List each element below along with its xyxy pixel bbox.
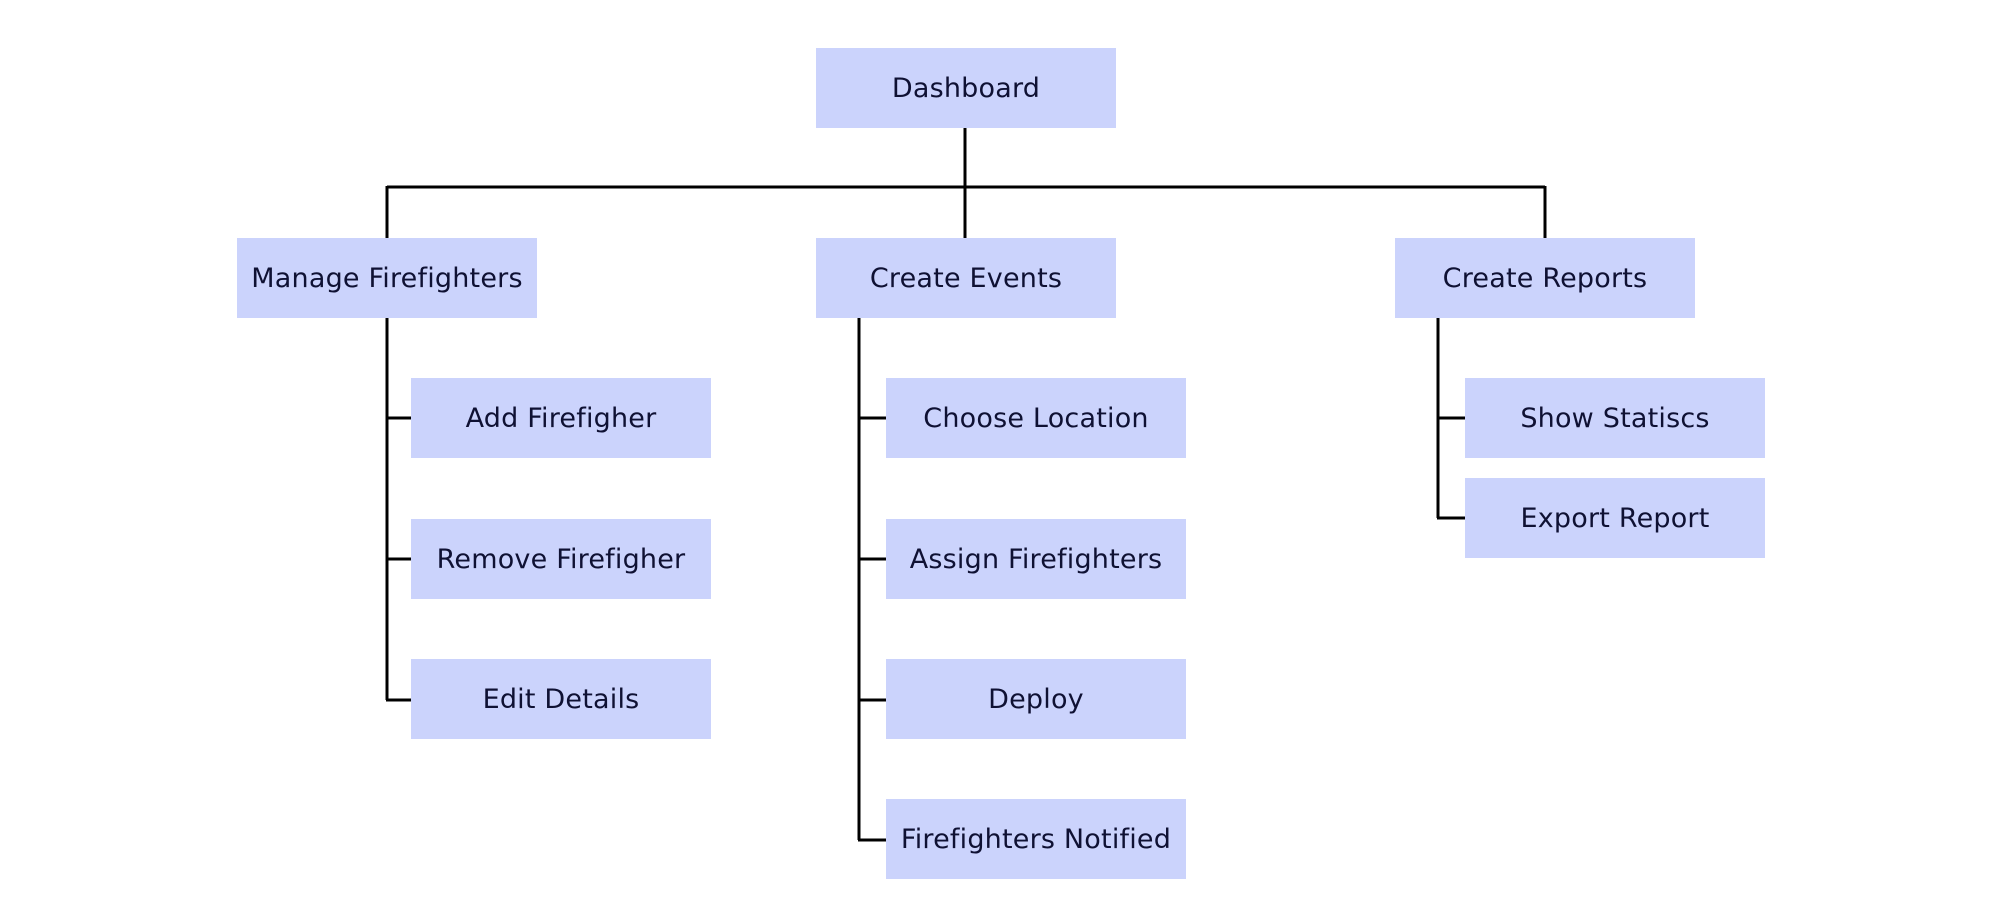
node-show-statistics[interactable]: Show Statiscs: [1465, 378, 1765, 458]
node-manage-firefighters[interactable]: Manage Firefighters: [237, 238, 537, 318]
node-create-events[interactable]: Create Events: [816, 238, 1116, 318]
node-dashboard[interactable]: Dashboard: [816, 48, 1116, 128]
node-firefighters-notified[interactable]: Firefighters Notified: [886, 799, 1186, 879]
node-create-reports[interactable]: Create Reports: [1395, 238, 1695, 318]
node-edit-details[interactable]: Edit Details: [411, 659, 711, 739]
node-remove-firefighter[interactable]: Remove Firefigher: [411, 519, 711, 599]
node-add-firefighter[interactable]: Add Firefigher: [411, 378, 711, 458]
node-choose-location[interactable]: Choose Location: [886, 378, 1186, 458]
node-export-report[interactable]: Export Report: [1465, 478, 1765, 558]
node-assign-firefighters[interactable]: Assign Firefighters: [886, 519, 1186, 599]
node-deploy[interactable]: Deploy: [886, 659, 1186, 739]
